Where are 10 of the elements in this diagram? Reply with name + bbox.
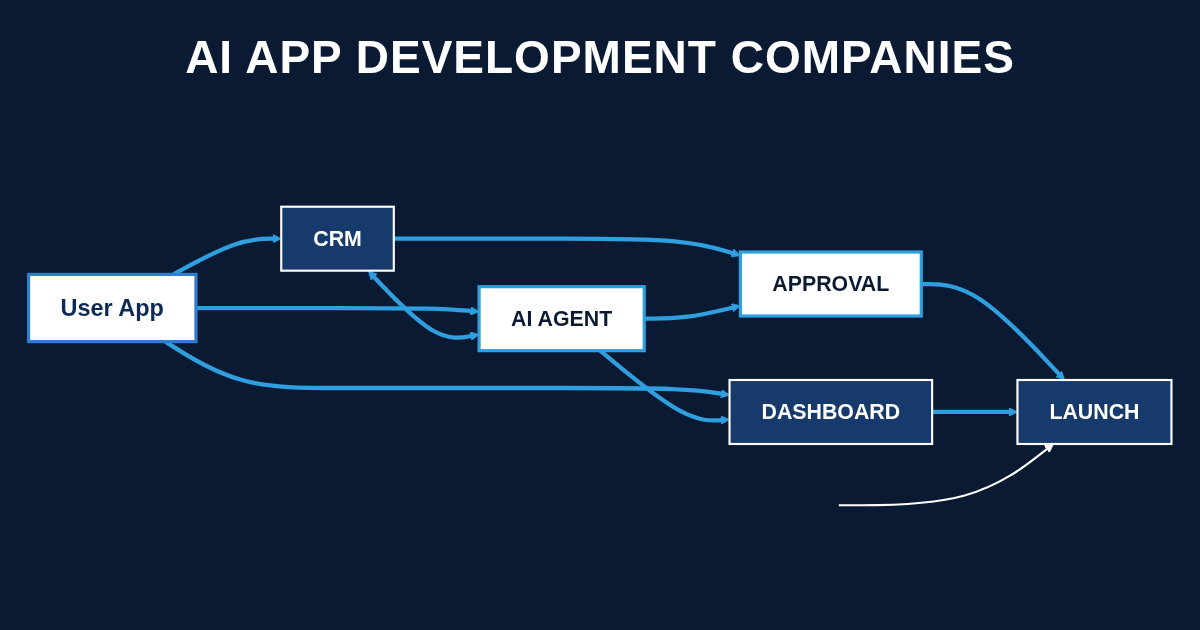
arrow — [644, 303, 741, 321]
node-box: APPROVAL — [738, 250, 923, 318]
node-box: DASHBOARD — [728, 378, 934, 446]
node-box: User App — [26, 272, 198, 344]
arrow — [838, 443, 1054, 507]
node-box: CRM — [280, 205, 395, 272]
node-box: LAUNCH — [1016, 378, 1173, 446]
node-box: AI AGENT — [477, 285, 646, 353]
arrow — [932, 407, 1018, 417]
title: AI APP DEVELOPMENT COMPANIES — [184, 30, 1016, 85]
